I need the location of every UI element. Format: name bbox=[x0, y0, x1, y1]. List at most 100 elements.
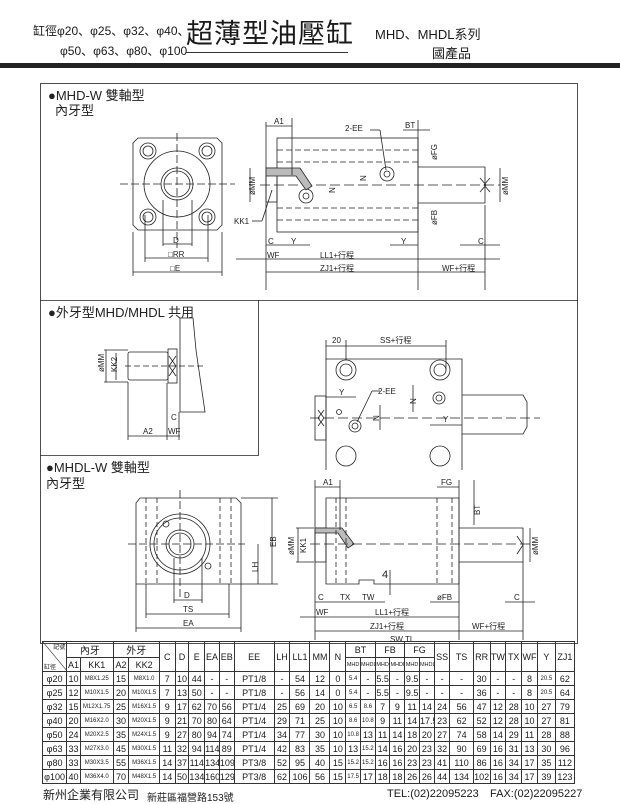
dim-KK1: KK1 bbox=[234, 217, 250, 226]
cell-zj1: 88 bbox=[554, 727, 576, 742]
cell-ts: 110 bbox=[449, 755, 474, 770]
cell-rr: 52 bbox=[472, 713, 491, 728]
cell-lh: 42 bbox=[273, 741, 291, 756]
cell-ee: PT1/4 bbox=[233, 727, 275, 742]
col-MM: MM bbox=[309, 641, 331, 672]
cell-bore: φ40 bbox=[41, 713, 68, 728]
cell-fg-mhd: 9.5 bbox=[404, 685, 420, 700]
cell-ea: 94 bbox=[204, 727, 220, 742]
group-FB: FB bbox=[374, 641, 406, 658]
dim-N: N bbox=[359, 175, 368, 181]
group-FG: FG bbox=[404, 641, 435, 658]
section-divider bbox=[40, 300, 259, 456]
bore-sizes-line2: φ50、φ63、φ80、φ100 bbox=[60, 44, 188, 58]
col-FB-MHD: MHD bbox=[374, 657, 391, 672]
cell-fg-mhd: 11 bbox=[404, 699, 420, 714]
cell-bt-mhd: 15.2 bbox=[345, 755, 361, 770]
cell-kk1: M27X3.0 bbox=[79, 741, 114, 756]
cell-wf: 10 bbox=[521, 713, 538, 728]
dim-BT: BT bbox=[473, 505, 482, 515]
cell-d: 10 bbox=[174, 671, 190, 686]
cell-kk2: M36X1.5 bbox=[128, 755, 160, 770]
cell-bt-mhd: 5.4 bbox=[345, 671, 361, 686]
dim-FB: øFB bbox=[430, 210, 439, 225]
cell-tx: 34 bbox=[505, 755, 523, 770]
col-D: D bbox=[174, 641, 190, 672]
cell-y: 35 bbox=[536, 755, 556, 770]
dim-EA: EA bbox=[183, 619, 194, 628]
cell-fb-mhd: 14 bbox=[374, 741, 391, 756]
cell-a1: 24 bbox=[66, 727, 81, 742]
cell-a1: 10 bbox=[66, 671, 81, 686]
dim-MM: øMM bbox=[287, 536, 296, 555]
cell-fb-mhd: 16 bbox=[374, 755, 391, 770]
dim-A1: A1 bbox=[323, 478, 333, 487]
cell-fb-mhdl: 16 bbox=[389, 755, 406, 770]
cell-kk1: M12X1.75 bbox=[79, 699, 114, 714]
cell-tx: 29 bbox=[505, 727, 523, 742]
dim-SWTL: SW TL bbox=[390, 635, 415, 644]
corner-cell: 記號 缸徑 bbox=[41, 641, 68, 672]
cell-fg-mhdl: - bbox=[418, 671, 435, 686]
cell-d: 32 bbox=[174, 741, 190, 756]
cell-d: 21 bbox=[174, 713, 190, 728]
corner-bottom-label: 缸徑 bbox=[44, 665, 57, 671]
cell-zj1: 64 bbox=[554, 685, 576, 700]
section3-subtitle: 內牙型 bbox=[46, 476, 85, 491]
group-BT: BT bbox=[345, 641, 376, 658]
cell-e: 94 bbox=[188, 741, 206, 756]
cell-ea: - bbox=[204, 671, 220, 686]
cell-wf: 8 bbox=[521, 685, 538, 700]
cell-rr: 58 bbox=[472, 727, 491, 742]
company-address: 新莊區福營路153號 bbox=[147, 793, 234, 804]
cell-wf: 17 bbox=[521, 769, 538, 784]
cell-tw: 12 bbox=[489, 699, 507, 714]
dim-D: D bbox=[173, 236, 179, 245]
col-WF: WF bbox=[521, 641, 538, 672]
cell-bt-mhd: 10.8 bbox=[345, 727, 361, 742]
dim-WF: WF bbox=[168, 427, 181, 436]
cell-d: 37 bbox=[174, 755, 190, 770]
cell-fb-mhdl: 11 bbox=[389, 713, 406, 728]
cell-fg-mhd: 18 bbox=[404, 727, 420, 742]
cell-c: 7 bbox=[158, 671, 176, 686]
section2-dimension-labels: øMM KK2 C A2 WF bbox=[97, 353, 181, 436]
group-outer-thread: 外牙 bbox=[112, 641, 160, 658]
col-E: E bbox=[188, 641, 206, 672]
dim-E: □E bbox=[170, 264, 180, 273]
cell-y: 20.5 bbox=[536, 685, 556, 700]
dim-C: C bbox=[318, 593, 324, 602]
cell-a2: 70 bbox=[112, 769, 130, 784]
col-FB-MHDL: MHDL bbox=[389, 657, 406, 672]
dim-MM: øMM bbox=[248, 176, 257, 195]
cell-rr: 47 bbox=[472, 699, 491, 714]
cell-e: 70 bbox=[188, 713, 206, 728]
cell-ee: PT1/4 bbox=[233, 699, 275, 714]
section3-title: ●MHDL-W 雙軸型 bbox=[46, 460, 150, 475]
dim-EB: EB bbox=[269, 536, 278, 547]
origin-label: 國產品 bbox=[432, 46, 472, 61]
dim-N: N bbox=[372, 415, 381, 421]
col-N: N bbox=[329, 641, 347, 672]
cell-a2: 20 bbox=[112, 685, 130, 700]
cell-kk1: M20X2.5 bbox=[79, 727, 114, 742]
cell-n: 15 bbox=[329, 769, 347, 784]
cell-lh: 25 bbox=[273, 699, 291, 714]
cell-ee: PT3/8 bbox=[233, 769, 275, 784]
dim-FG: FG bbox=[441, 478, 452, 487]
cell-ea: - bbox=[204, 685, 220, 700]
cell-lh: - bbox=[273, 671, 291, 686]
cell-bore: φ80 bbox=[41, 755, 68, 770]
cell-zj1: 112 bbox=[554, 755, 576, 770]
cell-tw: - bbox=[489, 671, 507, 686]
cell-ee: PT1/4 bbox=[233, 741, 275, 756]
cell-ee: PT1/8 bbox=[233, 685, 275, 700]
cell-eb: - bbox=[218, 685, 235, 700]
cell-kk1: M10X1.5 bbox=[79, 685, 114, 700]
cell-kk2: M24X1.5 bbox=[128, 727, 160, 742]
